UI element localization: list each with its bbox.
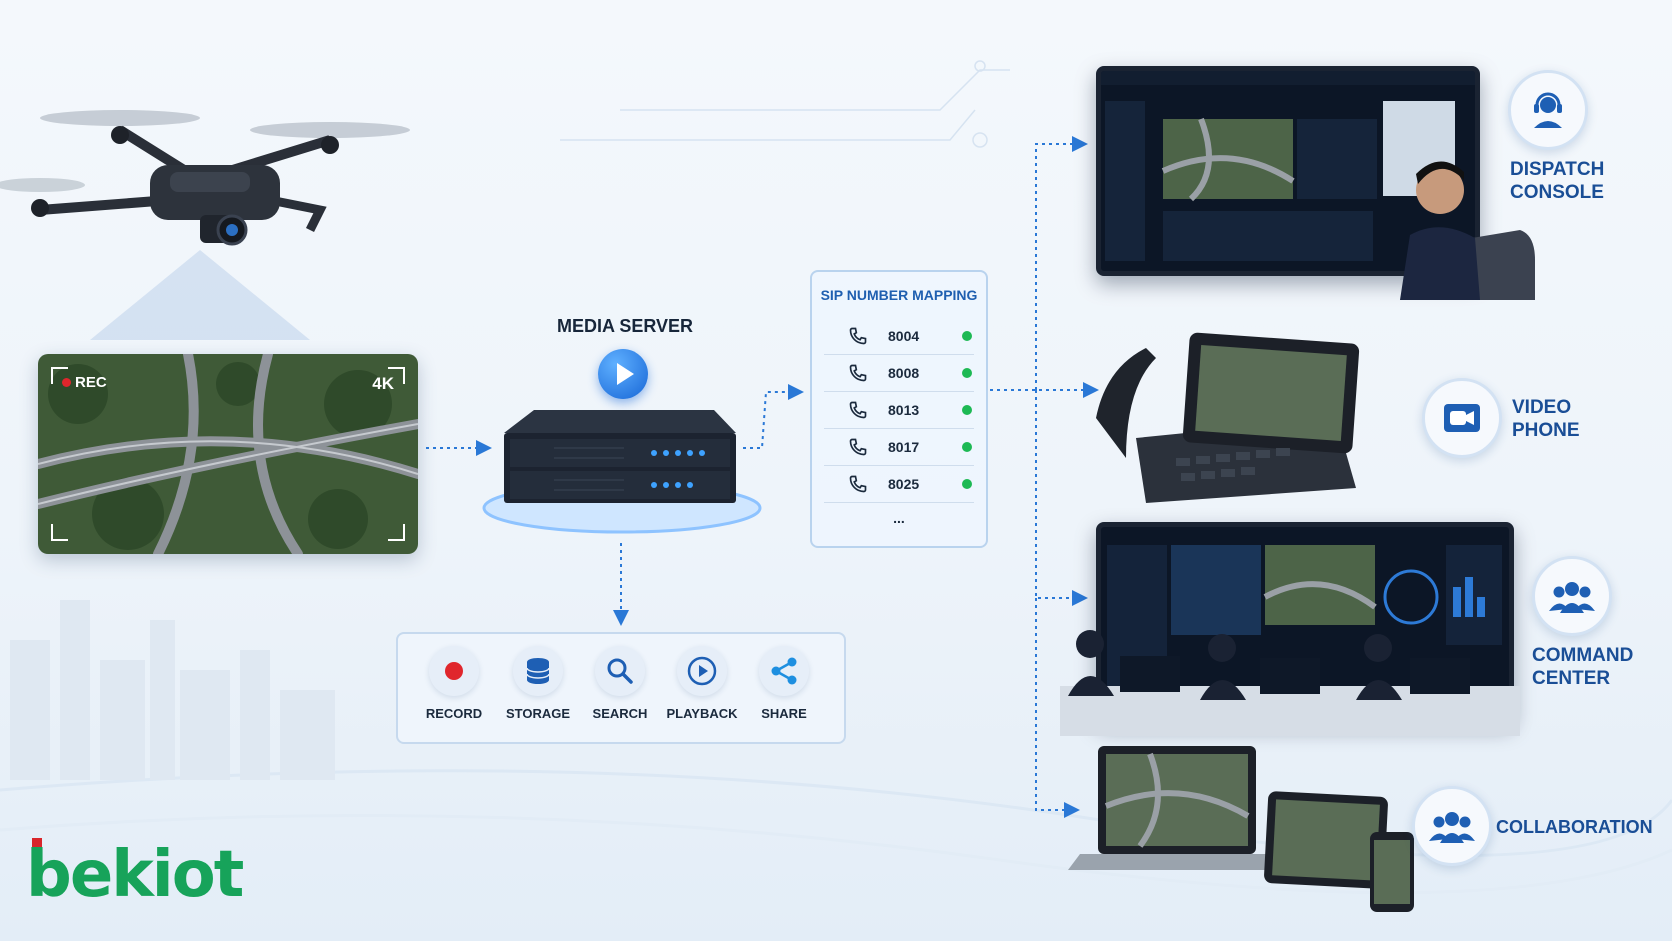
function-playback: PLAYBACK <box>662 646 742 721</box>
group-icon <box>1549 582 1595 613</box>
play-icon <box>598 349 648 399</box>
media-server-rack <box>482 410 762 534</box>
headset-operator-icon <box>1534 92 1562 128</box>
status-online-dot <box>962 479 972 489</box>
function-label: SHARE <box>761 706 807 721</box>
bekiot-logo: bekiot <box>26 838 244 912</box>
function-label: STORAGE <box>505 706 571 721</box>
drone-camera-feed: REC 4K <box>38 354 418 554</box>
video-phone-label-line1: VIDEO <box>1512 397 1572 418</box>
video-phone-device <box>1096 332 1360 503</box>
status-online-dot <box>962 331 972 341</box>
dispatch-console-label: DISPATCH CONSOLE <box>1510 158 1604 204</box>
status-online-dot <box>962 368 972 378</box>
sip-number: 8013 <box>888 402 920 418</box>
phone-icon <box>849 401 867 419</box>
dispatch-console-badge <box>1508 70 1588 150</box>
phone-icon <box>849 327 867 345</box>
sip-number: 8008 <box>888 365 920 381</box>
logo-accent-mark <box>32 838 42 852</box>
command-center-label-line1: COMMAND <box>1532 645 1634 666</box>
function-search: SEARCH <box>580 646 660 721</box>
dispatch-label-line1: DISPATCH <box>1510 159 1605 180</box>
media-functions-panel: RECORD STORAGE SEARCH PLAYBACK SHARE <box>396 632 846 744</box>
command-center-label-line2: CENTER <box>1532 668 1611 689</box>
sip-row: 8025 <box>824 466 974 503</box>
phone-icon <box>849 438 867 456</box>
record-icon <box>445 662 463 680</box>
sip-number: 8017 <box>888 439 920 455</box>
function-record: RECORD <box>414 646 494 721</box>
phone-icon <box>849 475 867 493</box>
rec-dot-icon <box>62 378 71 387</box>
function-label: PLAYBACK <box>666 706 738 721</box>
command-center-badge <box>1532 556 1612 636</box>
highway-aerial-image <box>38 354 418 554</box>
database-icon <box>526 658 550 684</box>
sip-row: 8017 <box>824 429 974 466</box>
group-icon <box>1429 812 1475 843</box>
function-storage: STORAGE <box>498 646 578 721</box>
rec-indicator: REC <box>62 374 107 392</box>
sip-row: 8013 <box>824 392 974 429</box>
sip-more-ellipsis: ... <box>893 510 905 526</box>
rec-label: REC <box>75 374 107 391</box>
sip-number: 8004 <box>888 328 920 344</box>
status-online-dot <box>962 442 972 452</box>
command-center-label: COMMAND CENTER <box>1532 644 1633 690</box>
video-camera-icon <box>1444 404 1480 432</box>
play-icon <box>687 656 717 686</box>
function-share: SHARE <box>744 646 824 721</box>
sip-number-mapping-panel: SIP NUMBER MAPPING 8004 8008 8013 8017 8… <box>810 270 988 548</box>
video-phone-badge <box>1422 378 1502 458</box>
function-label: RECORD <box>425 706 483 721</box>
phone-icon <box>849 364 867 382</box>
resolution-label: 4K <box>372 374 394 393</box>
sip-row: 8004 <box>824 318 974 355</box>
collaboration-label: COLLABORATION <box>1496 817 1653 837</box>
dispatch-label-line2: CONSOLE <box>1510 182 1604 203</box>
sip-number: 8025 <box>888 476 920 492</box>
sip-mapping-title: SIP NUMBER MAPPING <box>820 287 978 303</box>
function-label: SEARCH <box>592 706 648 721</box>
media-server-title: MEDIA SERVER <box>556 316 694 336</box>
dispatcher-person <box>1400 161 1535 300</box>
sip-row: 8008 <box>824 355 974 392</box>
camera-beam <box>90 250 310 340</box>
collaboration-badge <box>1412 786 1492 866</box>
share-icon <box>771 657 797 685</box>
video-phone-label: VIDEO PHONE <box>1512 396 1580 442</box>
collaboration-devices <box>1068 746 1414 912</box>
command-center-operators <box>1060 630 1520 736</box>
video-phone-label-line2: PHONE <box>1512 420 1580 441</box>
status-online-dot <box>962 405 972 415</box>
drone-illustration <box>0 110 410 246</box>
search-icon <box>607 658 633 684</box>
